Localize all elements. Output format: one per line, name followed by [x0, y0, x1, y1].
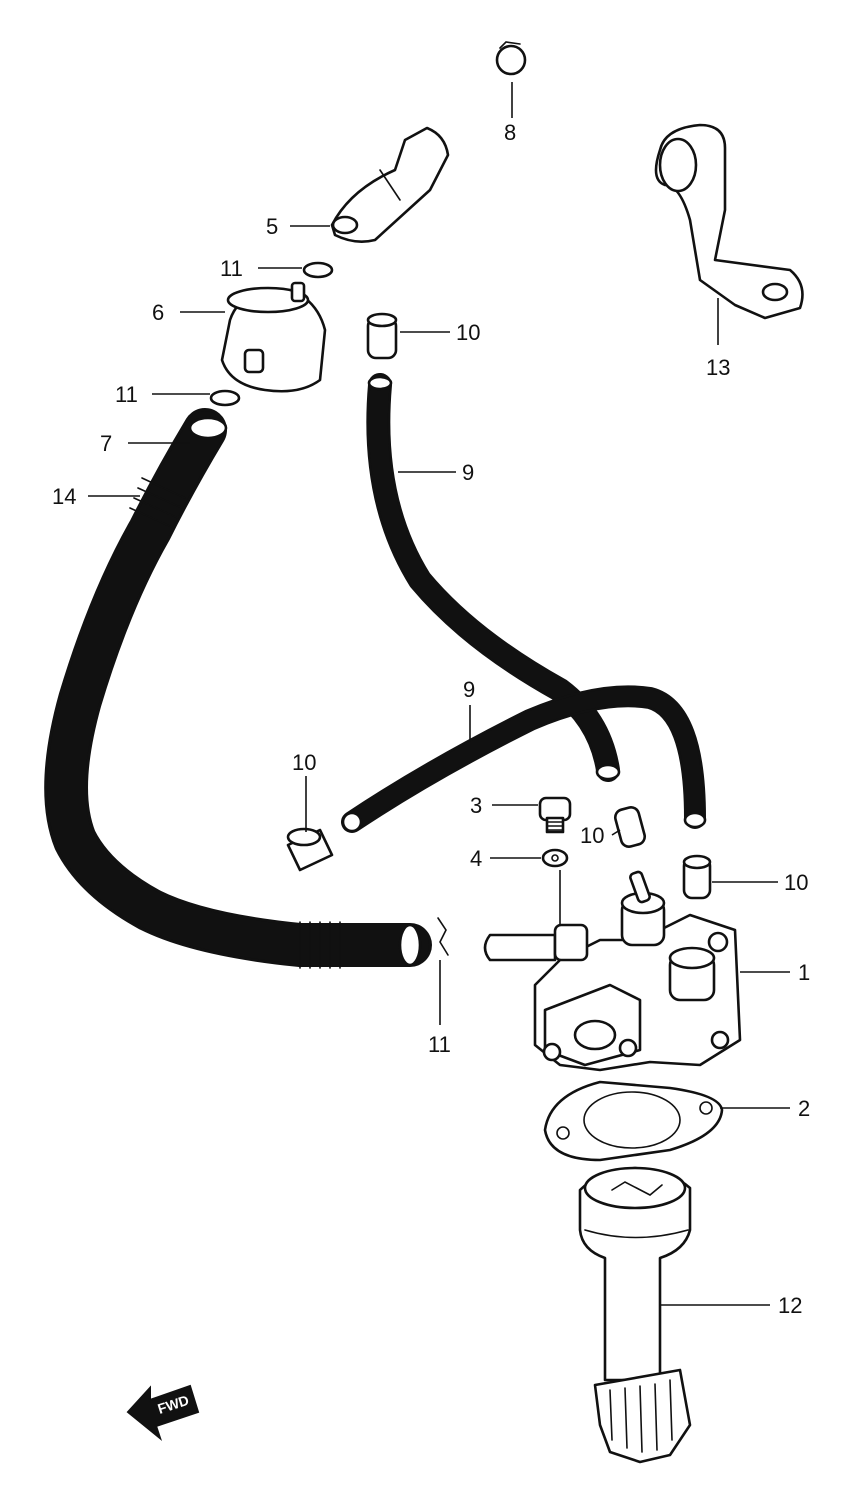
part-5-hose-end [330, 126, 450, 243]
part-3-screw [538, 796, 572, 834]
callout-11-upper: 11 [220, 256, 243, 281]
part-11-clip-lower [437, 917, 449, 956]
part-1-oil-pump [483, 870, 742, 1072]
callout-4: 4 [470, 846, 482, 871]
callout-3: 3 [470, 793, 482, 818]
callout-11-lower: 11 [428, 1032, 451, 1057]
callout-10-top: 10 [456, 320, 480, 345]
part-9-lower-hose [341, 685, 707, 833]
callout-9-lower: 9 [463, 677, 475, 702]
callout-7: 7 [100, 431, 112, 456]
callout-13: 13 [706, 355, 730, 380]
forward-arrow-icon [126, 1384, 200, 1441]
part-10-hose-piece-top [366, 312, 398, 360]
part-14-hose-spring-lower [299, 921, 341, 969]
callout-8: 8 [504, 120, 516, 145]
callout-12: 12 [778, 1293, 802, 1318]
callout-10-left: 10 [292, 750, 316, 775]
callout-1: 1 [798, 960, 810, 985]
part-6-fuel-filter [220, 281, 327, 393]
fwd-direction-marker: FWD [126, 1384, 200, 1441]
callout-9-upper: 9 [462, 460, 474, 485]
part-10-hose-piece-center [613, 806, 647, 848]
part-12-drive-gear [578, 1166, 692, 1464]
leader-lines [88, 82, 790, 1306]
part-11-clip-middle [209, 389, 241, 407]
callout-10-right: 10 [784, 870, 808, 895]
part-13-clamp [654, 123, 804, 320]
part-4-washer [541, 848, 569, 868]
part-2-gasket [543, 1080, 724, 1162]
callout-10-center: 10 [580, 823, 604, 848]
callout-5: 5 [266, 214, 278, 239]
part-14-hose-spring-upper [129, 477, 186, 529]
callout-labels: 8 5 11 6 11 7 14 10 9 9 10 3 4 10 10 1 2… [52, 120, 810, 1318]
part-9-upper-hose [366, 373, 621, 782]
part-8-clip [495, 41, 527, 76]
callout-2: 2 [798, 1096, 810, 1121]
callout-11-middle: 11 [115, 382, 138, 407]
part-7-long-hose [44, 408, 432, 967]
callout-14: 14 [52, 484, 76, 509]
part-11-clip-upper [302, 261, 334, 279]
callout-6: 6 [152, 300, 164, 325]
part-10-hose-piece-left [286, 827, 334, 872]
part-10-hose-piece-right [682, 854, 712, 900]
